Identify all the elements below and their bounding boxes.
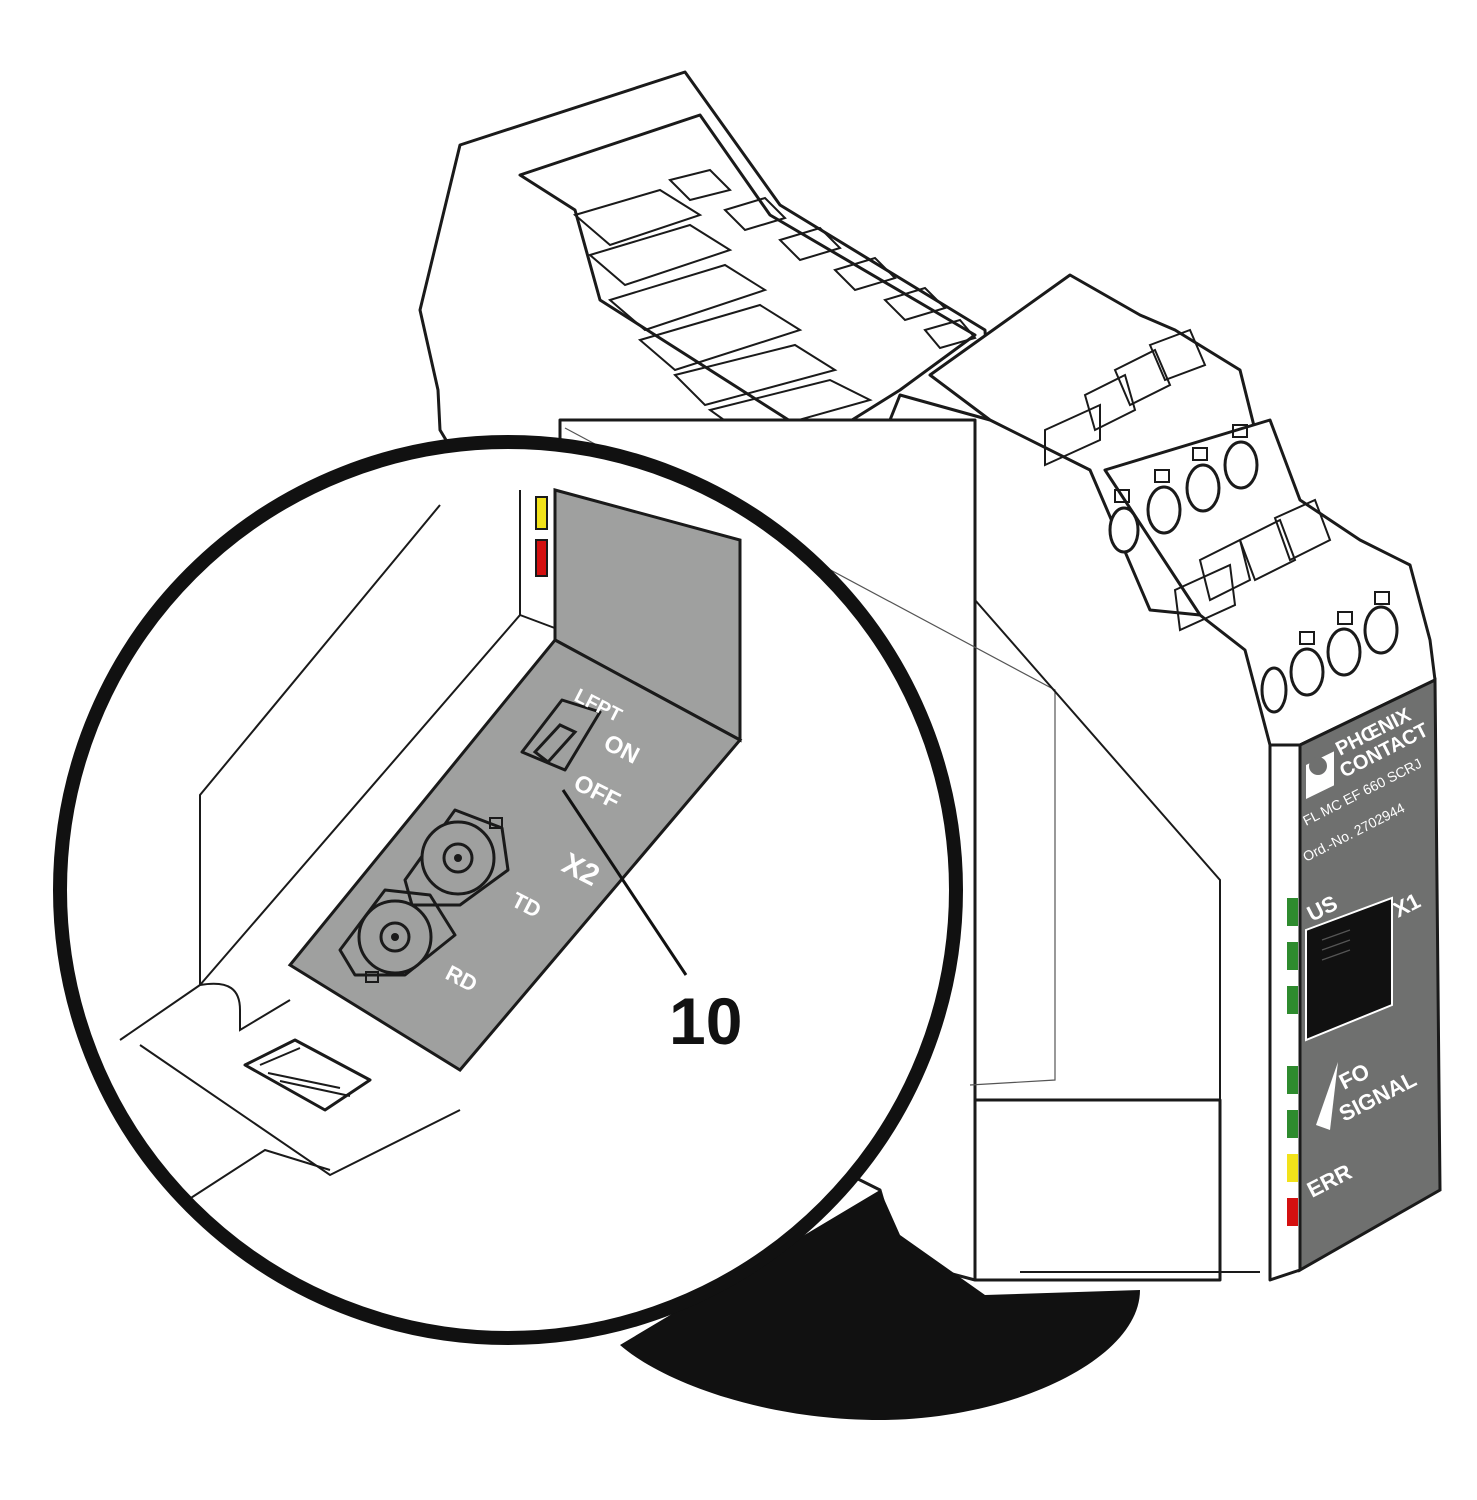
din-rail-clip [620, 1190, 1140, 1420]
front-panel-edge [1268, 743, 1302, 1282]
callout-number: 10 [669, 984, 742, 1058]
x1-port [1305, 896, 1393, 1042]
led-fo-1 [1287, 1066, 1298, 1094]
lens-latch-base [139, 1044, 461, 1177]
lens-base-edge [179, 1148, 331, 1206]
latch-tab-ridges [259, 1047, 351, 1097]
lfpt-switch-slider[interactable] [532, 723, 578, 765]
fiber-connector-td [403, 808, 510, 907]
terminal-screws-upper [1044, 328, 1259, 554]
callout-leader-line [561, 789, 688, 976]
led-yellow [1287, 1154, 1298, 1182]
lens-latch-edge [119, 982, 291, 1041]
led-fo-2 [1287, 1110, 1298, 1138]
fiber-connector-rd [338, 888, 457, 983]
led-us [1287, 898, 1298, 926]
terminal-screws-lower [1173, 498, 1399, 714]
led-link-2 [1287, 986, 1298, 1014]
lens-housing-line-3 [519, 614, 561, 631]
lens-led-red [535, 539, 548, 577]
housing-top-surface [518, 113, 977, 442]
side-panel-step [974, 420, 1221, 1280]
led-link-1 [1287, 942, 1298, 970]
lfpt-switch-frame[interactable] [520, 698, 602, 772]
led-err [1287, 1198, 1298, 1226]
lens-led-yellow [535, 496, 548, 530]
lens-housing-line-1 [199, 504, 441, 985]
housing-lower-front [975, 1098, 1222, 1282]
front-leds [1287, 898, 1298, 1226]
detail-magnifier: LFPT ON OFF X2 TD RD [53, 435, 963, 1345]
fo-signal-wedge [1316, 1062, 1338, 1130]
